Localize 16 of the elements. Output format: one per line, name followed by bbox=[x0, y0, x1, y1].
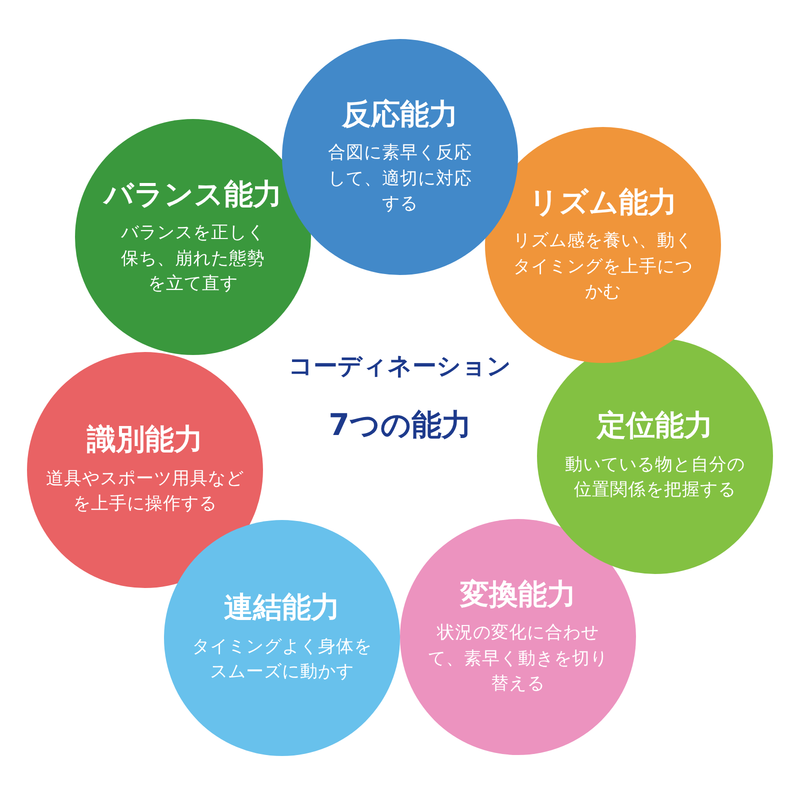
circle-description: 動いている物と自分の位置関係を把握する bbox=[565, 454, 745, 502]
title: コーディネーション bbox=[288, 351, 512, 382]
circle-heading: リズム能力 bbox=[529, 184, 677, 220]
circle-heading: 変換能力 bbox=[460, 576, 576, 612]
circle-heading: 定位能力 bbox=[597, 408, 713, 444]
circle-heading: 識別能力 bbox=[87, 422, 203, 458]
circle-heading: バランス能力 bbox=[104, 176, 282, 212]
circle-description: リズム感を養い、動くタイミングを上手につかむ bbox=[513, 230, 693, 304]
circle-description: バランスを正しく保ち、崩れた態勢を立て直す bbox=[120, 222, 266, 296]
circle-heading: 反応能力 bbox=[342, 96, 458, 132]
circle-description: 合図に素早く反応して、適切に対応する bbox=[327, 142, 473, 216]
circle-description: タイミングよく身体をスムーズに動かす bbox=[192, 636, 372, 684]
circle-description: 状況の変化に合わせて、素早く動きを切り替える bbox=[428, 622, 608, 696]
circle-heading: 連結能力 bbox=[224, 590, 340, 626]
subtitle: 7つの能力 bbox=[328, 407, 472, 445]
circle-description: 道具やスポーツ用具などを上手に操作する bbox=[45, 468, 245, 516]
